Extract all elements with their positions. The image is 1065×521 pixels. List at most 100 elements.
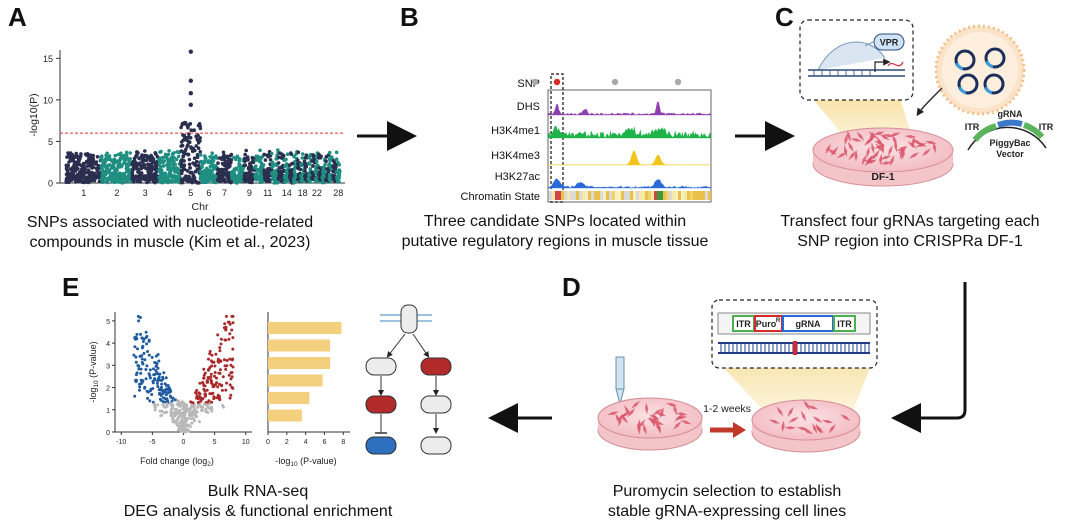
snp-point xyxy=(187,123,191,127)
panel-c: C VPR gRNA xyxy=(775,2,1054,250)
volcano-point xyxy=(151,379,155,383)
volcano-point xyxy=(198,381,202,385)
volcano-point xyxy=(142,337,146,341)
peak-snp-point xyxy=(188,91,194,96)
vpr-label: VPR xyxy=(880,38,899,48)
snp-point xyxy=(229,152,234,157)
snp-point xyxy=(179,125,183,130)
snp-point xyxy=(293,171,297,176)
snp-point xyxy=(270,161,275,165)
pathway-node xyxy=(365,357,397,376)
volcano-point xyxy=(230,314,234,318)
volcano-point xyxy=(216,385,220,389)
grna-label: gRNA xyxy=(998,109,1023,119)
volcano-point xyxy=(213,374,216,378)
volcano-point xyxy=(195,394,199,398)
volcano-point xyxy=(191,417,195,421)
snp-point xyxy=(223,180,227,184)
arrow-c-to-d xyxy=(891,282,967,433)
volcano-point xyxy=(150,393,154,396)
cell xyxy=(665,403,678,407)
snp-point xyxy=(191,128,196,133)
volcano-point xyxy=(155,371,159,375)
cell xyxy=(880,161,893,165)
volcano-point xyxy=(147,372,151,376)
volcano-point xyxy=(171,417,174,421)
cell xyxy=(874,140,886,146)
volcano-point xyxy=(182,413,185,417)
snp-point xyxy=(258,148,262,153)
volcano-point xyxy=(209,372,213,376)
bar-x-tick-label: 6 xyxy=(323,439,327,446)
volcano-point xyxy=(144,368,148,371)
snp-point xyxy=(104,165,108,170)
snp-point xyxy=(182,167,187,171)
chromatin-state-segment xyxy=(579,191,582,200)
snp-point xyxy=(336,160,340,165)
volcano-point xyxy=(200,408,204,412)
snp-point xyxy=(169,155,174,160)
snp-marker xyxy=(611,78,619,86)
snp-point xyxy=(303,162,307,167)
snp-point xyxy=(277,166,282,170)
volcano-point xyxy=(182,405,186,409)
track-signal xyxy=(547,125,712,139)
snp-point xyxy=(222,172,226,176)
chromatin-state-segment xyxy=(654,191,657,200)
snp-point xyxy=(211,159,216,163)
volcano-point xyxy=(143,385,147,389)
snp-point xyxy=(183,151,187,156)
cell xyxy=(836,152,848,159)
chromatin-state-segment xyxy=(660,191,663,200)
snp-point xyxy=(243,159,247,164)
cell xyxy=(815,425,824,434)
chromosome-tick-label: 18 xyxy=(298,188,308,198)
snp-point xyxy=(218,179,223,183)
itr-right-label: ITR xyxy=(1039,122,1054,132)
snp-point xyxy=(114,173,119,178)
snp-point xyxy=(207,159,212,163)
snp-point xyxy=(320,180,325,185)
snp-point xyxy=(79,171,84,176)
volcano-point xyxy=(170,399,174,403)
chromatin-state-segment xyxy=(651,191,654,200)
chromatin-state-segment xyxy=(621,191,624,200)
track-label-dhs: DHS xyxy=(517,101,540,113)
volcano-point xyxy=(139,371,143,375)
snp-point xyxy=(257,177,262,182)
pathway-node-up xyxy=(420,357,452,376)
snp-point xyxy=(67,154,72,159)
panel-a-caption-line1: SNPs associated with nucleotide-related xyxy=(27,214,313,231)
panel-e-caption-line1: Bulk RNA-seq xyxy=(208,483,308,500)
cell xyxy=(607,411,619,415)
snp-point xyxy=(220,167,225,172)
volcano-point xyxy=(231,347,235,351)
track-signals xyxy=(547,101,712,189)
volcano-point xyxy=(137,367,141,371)
volcano-point xyxy=(218,368,222,372)
snp-point xyxy=(65,155,69,159)
snp-point xyxy=(165,163,169,167)
snp-point xyxy=(195,155,200,159)
enrichment-bar xyxy=(268,374,323,387)
enrichment-bars xyxy=(268,322,342,422)
volcano-point xyxy=(217,397,221,401)
chromatin-state-segment xyxy=(555,191,558,200)
cell xyxy=(675,416,688,420)
snp-point xyxy=(308,167,313,171)
snp-point xyxy=(201,170,206,175)
volcano-point xyxy=(162,411,166,415)
y-tick-label: 15 xyxy=(43,54,53,64)
volcano-point xyxy=(183,423,187,427)
snp-point xyxy=(128,157,132,161)
snp-point xyxy=(269,151,274,156)
snp-point xyxy=(213,176,217,180)
volcano-point xyxy=(136,364,140,367)
volcano-point xyxy=(206,380,210,384)
snp-point xyxy=(169,173,173,177)
snp-point xyxy=(163,171,168,176)
volcano-point xyxy=(221,405,225,409)
snp-marker xyxy=(674,78,682,86)
chromatin-state-segment xyxy=(615,191,618,200)
snp-point xyxy=(314,171,319,175)
